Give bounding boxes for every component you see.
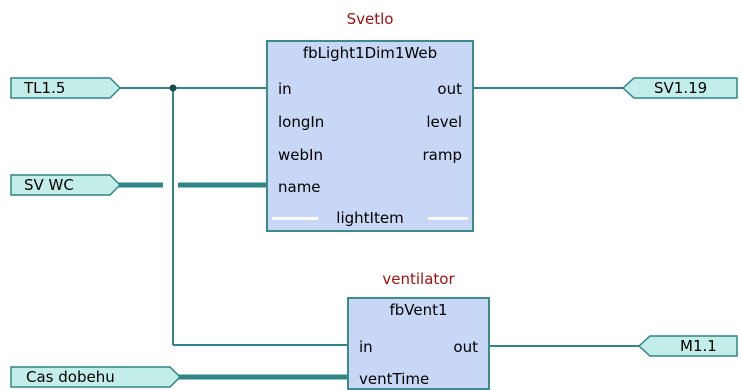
tag-shape xyxy=(10,77,122,99)
tag-shape xyxy=(10,174,122,196)
tag-label: M1.1 xyxy=(680,337,717,355)
pin-out[interactable]: out xyxy=(437,80,462,98)
output-tag-m11[interactable]: M1.1 xyxy=(638,335,738,357)
tag-label: SV WC xyxy=(24,176,74,194)
pin-ramp[interactable]: ramp xyxy=(422,146,463,164)
pin-in[interactable]: in xyxy=(359,338,373,356)
tag-shape xyxy=(638,335,738,357)
pin-out[interactable]: out xyxy=(453,338,478,356)
lightitem-bar-right xyxy=(428,217,468,220)
function-block-svetlo[interactable]: fbLight1Dim1Web in longIn webIn name out… xyxy=(266,40,474,232)
pin-venttime[interactable]: ventTime xyxy=(359,370,430,388)
block-type-label: fbLight1Dim1Web xyxy=(302,44,438,62)
block-type-label: fbVent1 xyxy=(389,301,448,319)
input-tag-tl15[interactable]: TL1.5 xyxy=(10,77,122,99)
tag-label: TL1.5 xyxy=(24,79,66,97)
wire-junction-dot xyxy=(169,84,177,92)
block-instance-name-ventilator: ventilator xyxy=(382,270,455,288)
pin-level[interactable]: level xyxy=(426,113,462,131)
tag-label: Cas dobehu xyxy=(26,368,115,386)
pin-webin[interactable]: webIn xyxy=(278,146,323,164)
tag-shape xyxy=(622,77,738,99)
tag-shape xyxy=(10,366,182,388)
pin-in[interactable]: in xyxy=(278,80,292,98)
output-tag-sv119[interactable]: SV1.19 xyxy=(622,77,738,99)
lightitem-bar-left xyxy=(272,217,318,220)
block-instance-name-svetlo: Svetlo xyxy=(346,10,394,28)
pin-lightitem[interactable]: lightItem xyxy=(336,209,404,227)
function-block-ventilator[interactable]: fbVent1 in ventTime out xyxy=(347,297,490,390)
pin-longin[interactable]: longIn xyxy=(278,113,325,131)
tag-label: SV1.19 xyxy=(654,79,708,97)
input-tag-cas-dobehu[interactable]: Cas dobehu xyxy=(10,366,182,388)
pin-name[interactable]: name xyxy=(278,178,321,196)
input-tag-sv-wc[interactable]: SV WC xyxy=(10,174,122,196)
